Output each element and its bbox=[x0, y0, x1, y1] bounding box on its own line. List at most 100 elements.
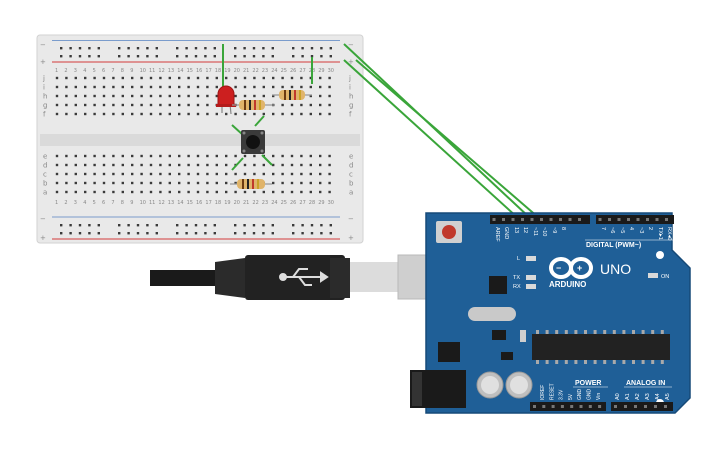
breadboard-hole[interactable] bbox=[102, 85, 106, 89]
breadboard-hole[interactable] bbox=[149, 181, 153, 185]
breadboard-hole[interactable] bbox=[178, 112, 181, 116]
breadboard-hole[interactable] bbox=[55, 94, 59, 98]
breadboard-hole[interactable] bbox=[300, 163, 303, 167]
breadboard-hole[interactable] bbox=[131, 190, 134, 194]
breadboard-hole[interactable] bbox=[149, 103, 153, 107]
breadboard-hole[interactable] bbox=[253, 85, 256, 89]
breadboard-hole[interactable] bbox=[168, 181, 171, 185]
breadboard-hole[interactable] bbox=[300, 103, 303, 107]
breadboard-hole[interactable] bbox=[93, 112, 96, 116]
breadboard-hole[interactable] bbox=[234, 190, 237, 194]
breadboard-hole[interactable] bbox=[243, 85, 247, 89]
breadboard-hole[interactable] bbox=[215, 85, 218, 89]
breadboard-hole[interactable] bbox=[272, 190, 275, 194]
breadboard-hole[interactable] bbox=[121, 85, 124, 89]
breadboard-hole[interactable] bbox=[206, 76, 209, 80]
breadboard-hole[interactable] bbox=[281, 76, 284, 80]
breadboard-hole[interactable] bbox=[178, 172, 181, 176]
breadboard-hole[interactable] bbox=[328, 103, 331, 107]
breadboard-hole[interactable] bbox=[215, 76, 218, 80]
rail-hole[interactable] bbox=[136, 55, 140, 58]
breadboard-hole[interactable] bbox=[74, 94, 77, 98]
rail-hole[interactable] bbox=[320, 224, 323, 227]
breadboard-hole[interactable] bbox=[74, 85, 77, 89]
breadboard-hole[interactable] bbox=[290, 76, 294, 80]
breadboard-hole[interactable] bbox=[215, 94, 218, 98]
breadboard-hole[interactable] bbox=[309, 103, 312, 107]
breadboard-hole[interactable] bbox=[168, 154, 171, 158]
rail-hole[interactable] bbox=[329, 224, 332, 227]
breadboard-hole[interactable] bbox=[234, 112, 237, 116]
rail-hole[interactable] bbox=[78, 224, 82, 227]
breadboard-hole[interactable] bbox=[225, 190, 228, 194]
breadboard-hole[interactable] bbox=[187, 76, 190, 80]
breadboard-hole[interactable] bbox=[55, 163, 59, 167]
rail-hole[interactable] bbox=[146, 232, 149, 235]
breadboard-hole[interactable] bbox=[206, 172, 209, 176]
breadboard-hole[interactable] bbox=[206, 94, 209, 98]
breadboard-hole[interactable] bbox=[328, 172, 331, 176]
rail-hole[interactable] bbox=[320, 47, 323, 50]
breadboard-hole[interactable] bbox=[74, 154, 77, 158]
rail-hole[interactable] bbox=[204, 224, 207, 227]
breadboard-hole[interactable] bbox=[102, 181, 106, 185]
breadboard-hole[interactable] bbox=[281, 172, 284, 176]
rail-hole[interactable] bbox=[271, 55, 274, 58]
breadboard-hole[interactable] bbox=[300, 181, 303, 185]
breadboard-hole[interactable] bbox=[319, 94, 322, 98]
breadboard-hole[interactable] bbox=[140, 112, 143, 116]
rail-hole[interactable] bbox=[127, 224, 130, 227]
breadboard-hole[interactable] bbox=[206, 154, 209, 158]
breadboard-hole[interactable] bbox=[319, 190, 322, 194]
rail-hole[interactable] bbox=[60, 55, 63, 58]
rail-hole[interactable] bbox=[88, 224, 91, 227]
breadboard-hole[interactable] bbox=[84, 154, 87, 158]
breadboard-hole[interactable] bbox=[112, 94, 115, 98]
breadboard-hole[interactable] bbox=[225, 154, 228, 158]
breadboard-hole[interactable] bbox=[65, 163, 68, 167]
rail-hole[interactable] bbox=[252, 224, 256, 227]
breadboard-hole[interactable] bbox=[159, 163, 162, 167]
breadboard-hole[interactable] bbox=[300, 190, 303, 194]
rail-hole[interactable] bbox=[60, 224, 63, 227]
breadboard-hole[interactable] bbox=[281, 85, 284, 89]
breadboard-hole[interactable] bbox=[206, 190, 209, 194]
breadboard-hole[interactable] bbox=[300, 76, 303, 80]
breadboard-hole[interactable] bbox=[272, 76, 275, 80]
breadboard-hole[interactable] bbox=[102, 103, 106, 107]
rail-hole[interactable] bbox=[146, 55, 149, 58]
rail-hole[interactable] bbox=[127, 47, 130, 50]
rail-hole[interactable] bbox=[97, 232, 100, 235]
rail-hole[interactable] bbox=[262, 55, 265, 58]
breadboard-hole[interactable] bbox=[215, 190, 218, 194]
rail-hole[interactable] bbox=[271, 224, 274, 227]
breadboard-hole[interactable] bbox=[319, 85, 322, 89]
breadboard-hole[interactable] bbox=[102, 172, 106, 176]
breadboard-hole[interactable] bbox=[84, 76, 87, 80]
breadboard-hole[interactable] bbox=[140, 172, 143, 176]
rail-hole[interactable] bbox=[88, 55, 91, 58]
breadboard-hole[interactable] bbox=[159, 190, 162, 194]
button-leg-wire[interactable] bbox=[261, 154, 273, 166]
breadboard-hole[interactable] bbox=[290, 103, 294, 107]
breadboard-hole[interactable] bbox=[196, 112, 200, 116]
breadboard-hole[interactable] bbox=[55, 103, 59, 107]
breadboard-hole[interactable] bbox=[262, 76, 265, 80]
breadboard-hole[interactable] bbox=[112, 85, 115, 89]
breadboard-hole[interactable] bbox=[131, 94, 134, 98]
rail-hole[interactable] bbox=[262, 224, 265, 227]
breadboard-hole[interactable] bbox=[196, 94, 200, 98]
breadboard-hole[interactable] bbox=[102, 76, 106, 80]
breadboard-hole[interactable] bbox=[121, 172, 124, 176]
breadboard-hole[interactable] bbox=[84, 163, 87, 167]
breadboard-hole[interactable] bbox=[159, 76, 162, 80]
push-button[interactable] bbox=[241, 130, 265, 154]
resistor-top-right[interactable] bbox=[272, 90, 312, 100]
breadboard-hole[interactable] bbox=[121, 163, 124, 167]
breadboard-hole[interactable] bbox=[206, 112, 209, 116]
rail-hole[interactable] bbox=[234, 55, 237, 58]
breadboard-hole[interactable] bbox=[159, 103, 162, 107]
breadboard-hole[interactable] bbox=[112, 154, 115, 158]
rail-hole[interactable] bbox=[213, 232, 216, 235]
usb-cable-wire[interactable] bbox=[150, 270, 220, 286]
